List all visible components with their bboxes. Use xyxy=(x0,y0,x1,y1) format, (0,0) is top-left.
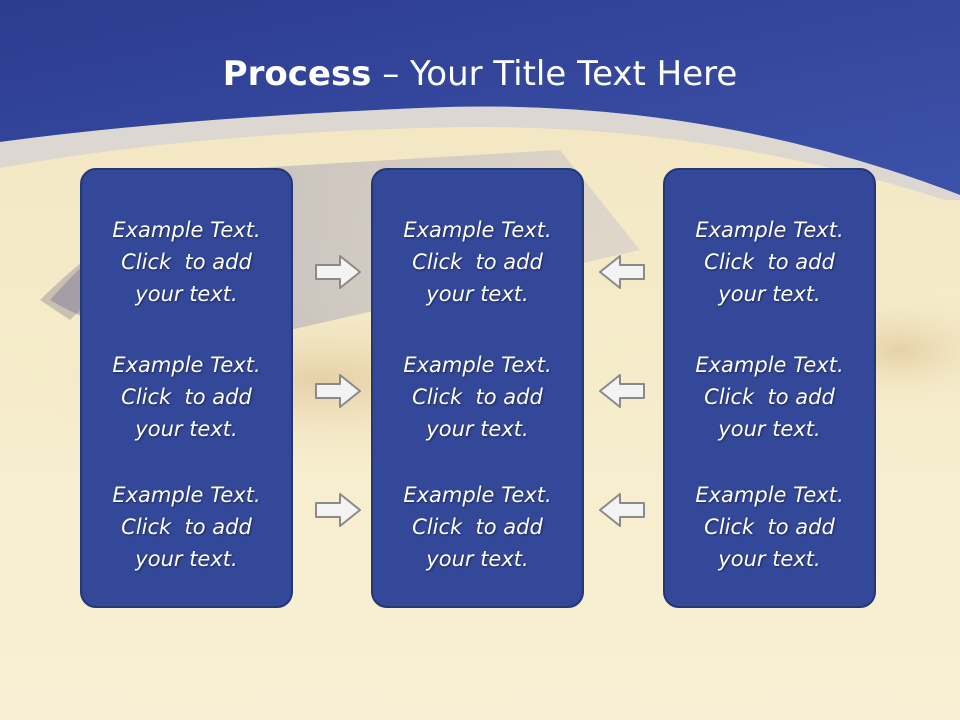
text-line: Click to add xyxy=(412,385,543,409)
text-block[interactable]: Example Text. Click to add your text. xyxy=(373,349,582,445)
text-line: Example Text. xyxy=(695,218,844,242)
text-block[interactable]: Example Text. Click to add your text. xyxy=(373,479,582,575)
title-bold: Process xyxy=(222,54,372,94)
text-line: Example Text. xyxy=(695,353,844,377)
text-line: Example Text. xyxy=(403,353,552,377)
text-line: your text. xyxy=(426,417,529,441)
text-block[interactable]: Example Text. Click to add your text. xyxy=(665,479,874,575)
text-line: Example Text. xyxy=(112,483,261,507)
text-line: Example Text. xyxy=(403,483,552,507)
title-rest: – Your Title Text Here xyxy=(371,54,738,94)
arrow-right-icon xyxy=(315,374,361,408)
process-box-center[interactable]: Example Text. Click to add your text. Ex… xyxy=(371,168,584,608)
process-box-right[interactable]: Example Text. Click to add your text. Ex… xyxy=(663,168,876,608)
text-block[interactable]: Example Text. Click to add your text. xyxy=(82,214,291,310)
text-line: your text. xyxy=(718,282,821,306)
text-line: Click to add xyxy=(121,515,252,539)
text-line: your text. xyxy=(718,547,821,571)
text-line: Click to add xyxy=(412,515,543,539)
page-title: Process – Your Title Text Here xyxy=(0,52,960,96)
text-line: Click to add xyxy=(704,385,835,409)
arrow-right-icon xyxy=(315,255,361,289)
arrow-left-icon xyxy=(599,493,645,527)
arrow-left-icon xyxy=(599,374,645,408)
text-line: your text. xyxy=(135,417,238,441)
text-line: your text. xyxy=(135,547,238,571)
text-line: your text. xyxy=(426,547,529,571)
text-line: Example Text. xyxy=(112,353,261,377)
text-block[interactable]: Example Text. Click to add your text. xyxy=(82,479,291,575)
text-line: Click to add xyxy=(121,250,252,274)
text-line: Example Text. xyxy=(112,218,261,242)
text-line: your text. xyxy=(426,282,529,306)
text-block[interactable]: Example Text. Click to add your text. xyxy=(665,349,874,445)
header-band xyxy=(0,0,960,200)
text-line: your text. xyxy=(135,282,238,306)
text-line: Click to add xyxy=(121,385,252,409)
text-block[interactable]: Example Text. Click to add your text. xyxy=(665,214,874,310)
arrow-left-icon xyxy=(599,255,645,289)
text-line: Click to add xyxy=(704,515,835,539)
text-line: your text. xyxy=(718,417,821,441)
arrow-right-icon xyxy=(315,493,361,527)
process-box-left[interactable]: Example Text. Click to add your text. Ex… xyxy=(80,168,293,608)
text-block[interactable]: Example Text. Click to add your text. xyxy=(82,349,291,445)
text-block[interactable]: Example Text. Click to add your text. xyxy=(373,214,582,310)
text-line: Click to add xyxy=(704,250,835,274)
text-line: Click to add xyxy=(412,250,543,274)
text-line: Example Text. xyxy=(695,483,844,507)
text-line: Example Text. xyxy=(403,218,552,242)
